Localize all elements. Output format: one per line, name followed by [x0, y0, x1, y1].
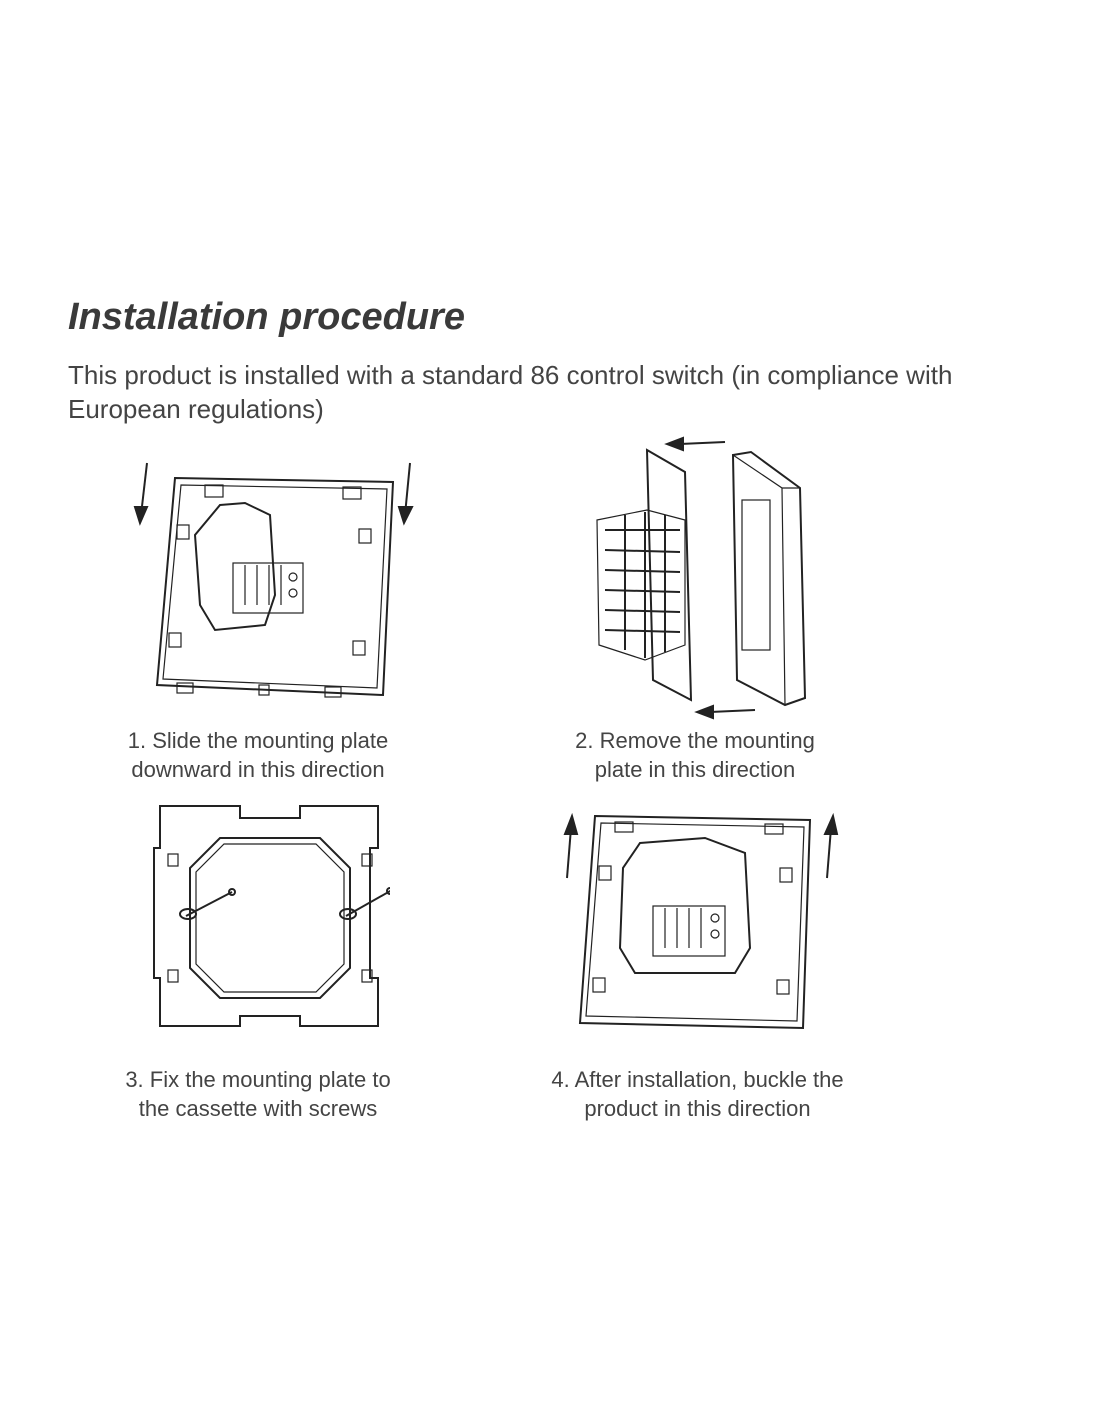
step-3-diagram [153, 805, 390, 1027]
arrow-up-icon [563, 812, 579, 879]
step-1-caption: 1. Slide the mounting plate downward in … [78, 726, 438, 784]
caption-line: plate in this direction [594, 757, 796, 782]
caption-line: 2. Remove the mounting [575, 728, 815, 753]
caption-line: the cassette with screws [138, 1096, 378, 1121]
arrow-left-icon [664, 436, 726, 452]
arrow-up-icon [823, 812, 839, 879]
screw-icon [179, 888, 236, 920]
arrow-down-icon [397, 462, 414, 526]
screw-icon [339, 887, 390, 920]
caption-line: product in this direction [584, 1096, 811, 1121]
step-1-diagram [133, 462, 414, 698]
step-2-diagram [596, 436, 807, 720]
intro-text: This product is installed with a standar… [68, 360, 953, 424]
step-3-caption: 3. Fix the mounting plate to the cassett… [78, 1065, 438, 1123]
caption-line: 1. Slide the mounting plate [127, 728, 389, 753]
caption-line: downward in this direction [131, 757, 385, 782]
page-title: Installation procedure [68, 296, 465, 338]
arrow-left-icon [694, 704, 756, 720]
step-2-caption: 2. Remove the mounting plate in this dir… [515, 726, 875, 784]
caption-line: 4. After installation, buckle the [551, 1067, 844, 1092]
step-4-diagram [563, 812, 839, 1030]
step-4-caption: 4. After installation, buckle the produc… [500, 1065, 895, 1123]
arrow-down-icon [133, 462, 149, 526]
caption-line: 3. Fix the mounting plate to [125, 1067, 391, 1092]
